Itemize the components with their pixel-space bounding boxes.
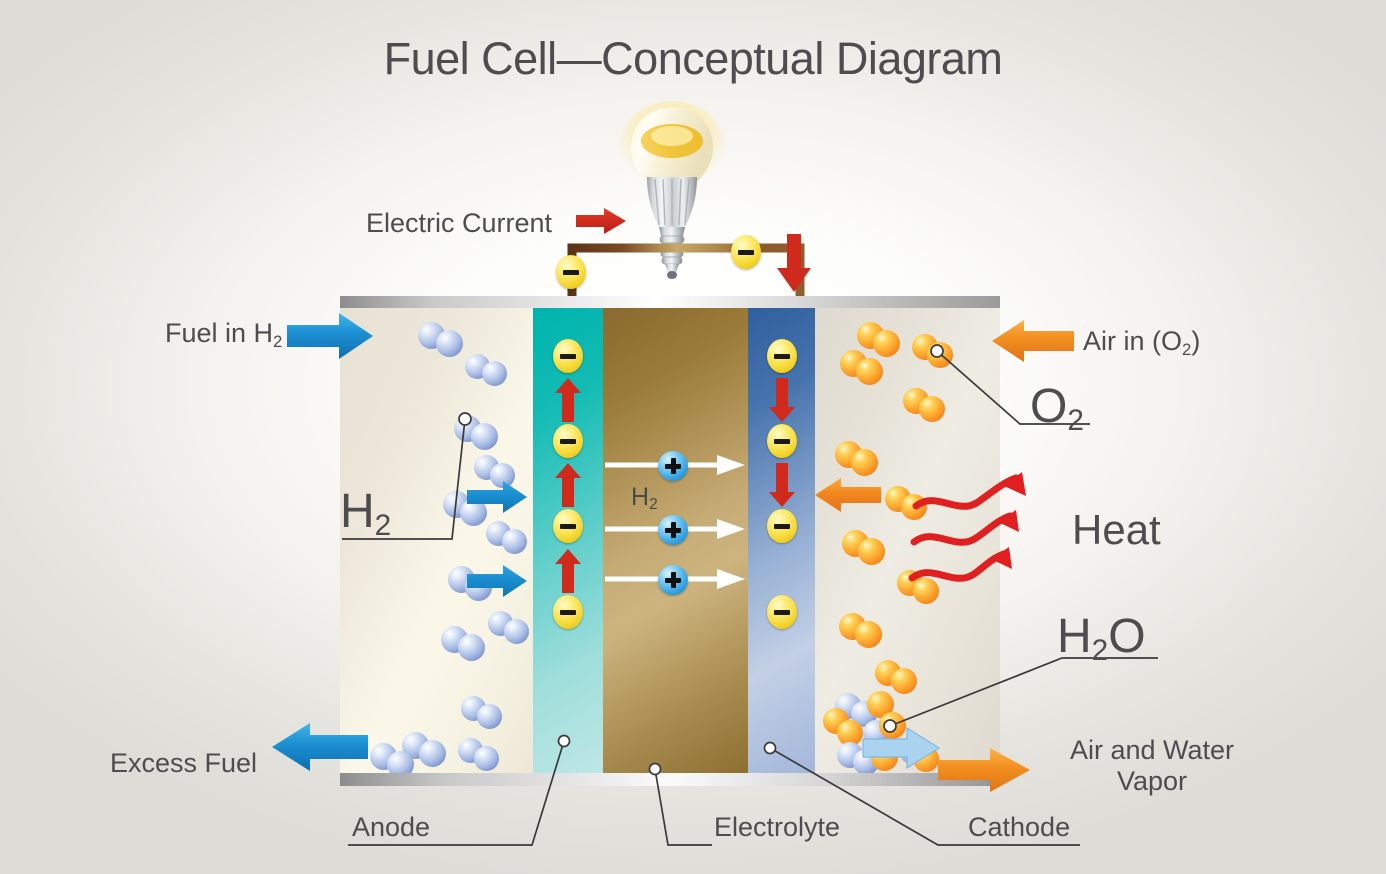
electrolyte-label: Electrolyte: [714, 812, 841, 842]
electron-cathode: [767, 339, 797, 373]
electron-circuit-left: [556, 255, 586, 289]
electron-circuit-right: [731, 235, 761, 269]
cell-top-plate: [340, 296, 1000, 308]
electrolyte-layer: H2: [603, 308, 748, 773]
air-in-label: Air in (O2): [1083, 326, 1201, 359]
h2-flow-arrow-icon: [467, 565, 527, 597]
proton: [658, 451, 688, 481]
electron-anode: [553, 509, 583, 543]
h2-flow-arrow-icon: [467, 481, 527, 513]
h2o-label: H2O: [1057, 610, 1146, 668]
heat-label: Heat: [1072, 506, 1161, 553]
proton: [658, 565, 688, 595]
anode-layer: [533, 308, 603, 773]
heat-waves-icon: [908, 472, 1026, 582]
electron-up-arrow-icon: [555, 463, 581, 507]
air-in-arrow-icon: [992, 320, 1074, 362]
current-down-arrow-icon: [777, 234, 811, 292]
anode-chamber: [340, 308, 533, 778]
electron-cathode: [767, 424, 797, 458]
h2-anode-label: H2: [340, 485, 392, 543]
water-out-arrow-icon: [862, 726, 941, 770]
electron-up-arrow-icon: [555, 549, 581, 593]
electron-cathode: [767, 595, 797, 629]
cathode-layer: [748, 308, 815, 773]
electron-down-arrow-icon: [769, 463, 795, 507]
air-water-vapor-label: Air and Water Vapor: [1066, 735, 1238, 797]
electrolyte-h2-label: H2: [631, 483, 658, 514]
air-water-line2: Vapor: [1116, 766, 1188, 796]
page-title: Fuel Cell—Conceptual Diagram: [383, 33, 1003, 84]
electron-anode: [553, 339, 583, 373]
electron-anode: [553, 595, 583, 629]
electric-current-label: Electric Current: [366, 208, 553, 238]
cathode-label: Cathode: [968, 812, 1071, 842]
cell-bottom-plate: [340, 773, 1000, 786]
electron-anode: [553, 424, 583, 458]
air-water-out-arrow-icon: [938, 748, 1030, 792]
electron-cathode: [767, 509, 797, 543]
air-water-line1: Air and Water: [1069, 735, 1235, 765]
electron-down-arrow-icon: [769, 378, 795, 422]
anode-label: Anode: [352, 812, 431, 842]
fuel-in-label: Fuel in H2: [165, 318, 283, 351]
o2-flow-arrow-icon: [815, 478, 881, 512]
fuel-cell-body: H2: [340, 296, 1000, 786]
proton: [658, 515, 688, 545]
electron-up-arrow-icon: [555, 378, 581, 422]
excess-fuel-arrow-icon: [272, 723, 368, 771]
excess-fuel-label: Excess Fuel: [110, 748, 258, 778]
o2-label: O2: [1030, 380, 1084, 438]
fuel-in-arrow-icon: [287, 313, 373, 359]
light-bulb-icon: [618, 101, 726, 288]
electric-current-arrow-icon: [576, 208, 626, 234]
